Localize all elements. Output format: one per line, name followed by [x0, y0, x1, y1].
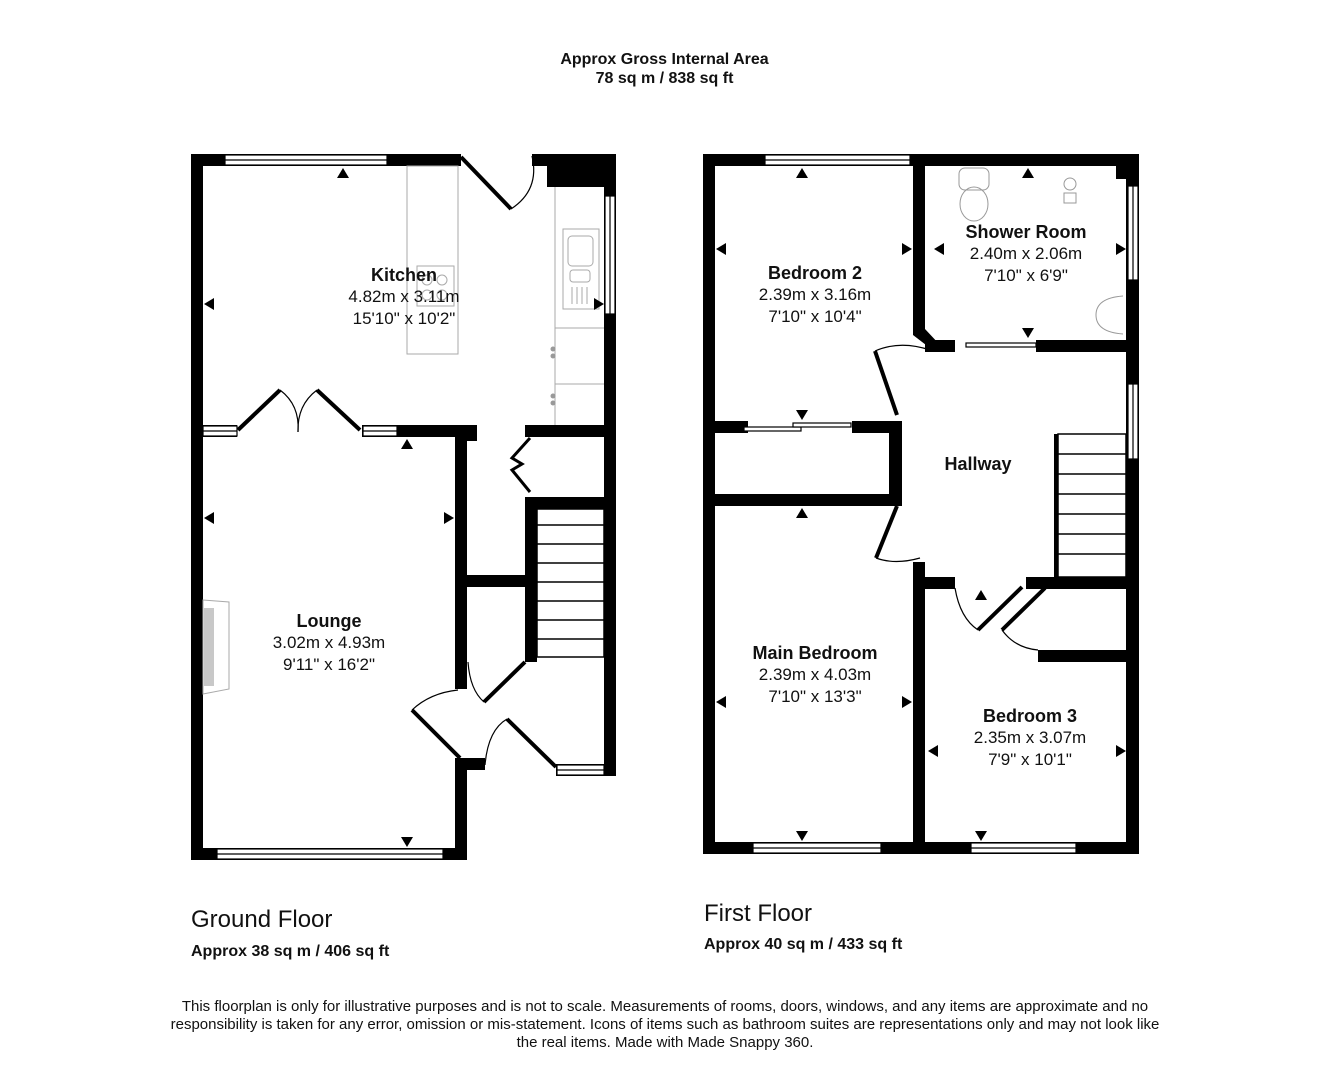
room-metric: 2.35m x 3.07m [973, 728, 1087, 747]
first-floor-windows [743, 154, 1139, 854]
ground-floor-windows [202, 154, 616, 860]
first-floor-plan [703, 154, 1139, 854]
room-imperial: 9'11" x 16'2" [283, 655, 375, 674]
room-metric: 2.40m x 2.06m [969, 244, 1083, 263]
gross-area-header: Approx Gross Internal Area 78 sq m / 838… [0, 50, 1329, 88]
room-bedroom-3: Bedroom 3 2.35m x 3.07m 7'9" x 10'1" [974, 705, 1086, 771]
toilet-bowl-icon [959, 186, 989, 222]
kitchen-fixtures [406, 165, 604, 425]
room-main-bedroom: Main Bedroom 2.39m x 4.03m 7'10" x 13'3" [752, 642, 877, 708]
ground-floor-doors [236, 155, 558, 769]
ground-floor-measure-arrows [204, 168, 604, 847]
gross-area-value: 78 sq m / 838 sq ft [595, 70, 734, 87]
room-bedroom-2: Bedroom 2 2.39m x 3.16m 7'10" x 10'4" [759, 262, 871, 328]
room-metric: 4.82m x 3.11m [348, 287, 460, 306]
room-name: Kitchen [370, 265, 437, 285]
room-imperial: 7'10" x 13'3" [768, 687, 862, 706]
room-name: Lounge [296, 611, 362, 631]
room-lounge: Lounge 3.02m x 4.93m 9'11" x 16'2" [273, 610, 385, 676]
basin-icon [1095, 295, 1124, 335]
first-floor-title: First Floor [704, 900, 812, 927]
room-name: Bedroom 3 [982, 706, 1078, 726]
ground-floor-title: Ground Floor [191, 906, 333, 933]
room-metric: 2.39m x 4.03m [758, 665, 872, 684]
room-name: Main Bedroom [752, 643, 878, 663]
room-hallway: Hallway [944, 453, 1011, 475]
room-imperial: 7'9" x 10'1" [988, 750, 1072, 769]
first-floor-stairs [1057, 433, 1127, 578]
shower-head-icon [1063, 177, 1077, 191]
room-imperial: 7'10" x 6'9" [984, 266, 1068, 285]
first-floor-doors [873, 344, 1047, 651]
room-name: Bedroom 2 [767, 263, 863, 283]
room-metric: 2.39m x 3.16m [758, 285, 872, 304]
room-kitchen: Kitchen 4.82m x 3.11m 15'10" x 10'2" [348, 264, 459, 330]
room-name: Hallway [944, 454, 1012, 474]
room-name: Shower Room [965, 222, 1087, 242]
first-floor-area: Approx 40 sq m / 433 sq ft [704, 936, 903, 953]
room-shower-room: Shower Room 2.40m x 2.06m 7'10" x 6'9" [965, 221, 1086, 287]
ground-floor-plan [191, 154, 616, 860]
fireplace-icon [202, 599, 230, 695]
ground-floor-area: Approx 38 sq m / 406 sq ft [191, 943, 390, 960]
first-floor-measure-arrows [716, 168, 1126, 841]
room-metric: 3.02m x 4.93m [272, 633, 386, 652]
disclaimer-text: This floorplan is only for illustrative … [170, 998, 1160, 1051]
appliance-knobs [550, 346, 556, 406]
ground-floor-stairs [536, 508, 605, 658]
toilet-cistern-icon [958, 167, 990, 191]
shower-room-fixtures [958, 167, 1124, 335]
room-imperial: 15'10" x 10'2" [352, 309, 456, 328]
gross-area-title: Approx Gross Internal Area [560, 51, 769, 68]
room-imperial: 7'10" x 10'4" [768, 307, 862, 326]
